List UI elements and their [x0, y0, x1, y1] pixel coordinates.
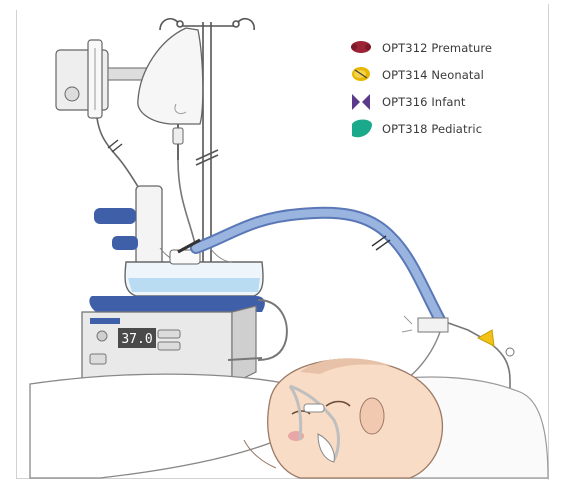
- humidifier-unit: 37.0: [82, 296, 265, 384]
- flow-meter: [56, 40, 146, 190]
- legend-item-pediatric: OPT318 Pediatric: [342, 119, 482, 139]
- legend-item-infant: OPT316 Infant: [342, 92, 466, 112]
- humidifier-chamber: [94, 186, 263, 296]
- legend-label: OPT316 Infant: [382, 95, 466, 109]
- legend-label: OPT318 Pediatric: [382, 122, 482, 136]
- infant-figure: [244, 358, 442, 478]
- legend-item-premature: OPT312 Premature: [342, 38, 492, 58]
- humidifier-display: 37.0: [121, 332, 152, 347]
- legend-label: OPT314 Neonatal: [382, 68, 484, 82]
- legend-item-neonatal: OPT314 Neonatal: [342, 65, 484, 85]
- legend-label: OPT312 Premature: [382, 41, 492, 55]
